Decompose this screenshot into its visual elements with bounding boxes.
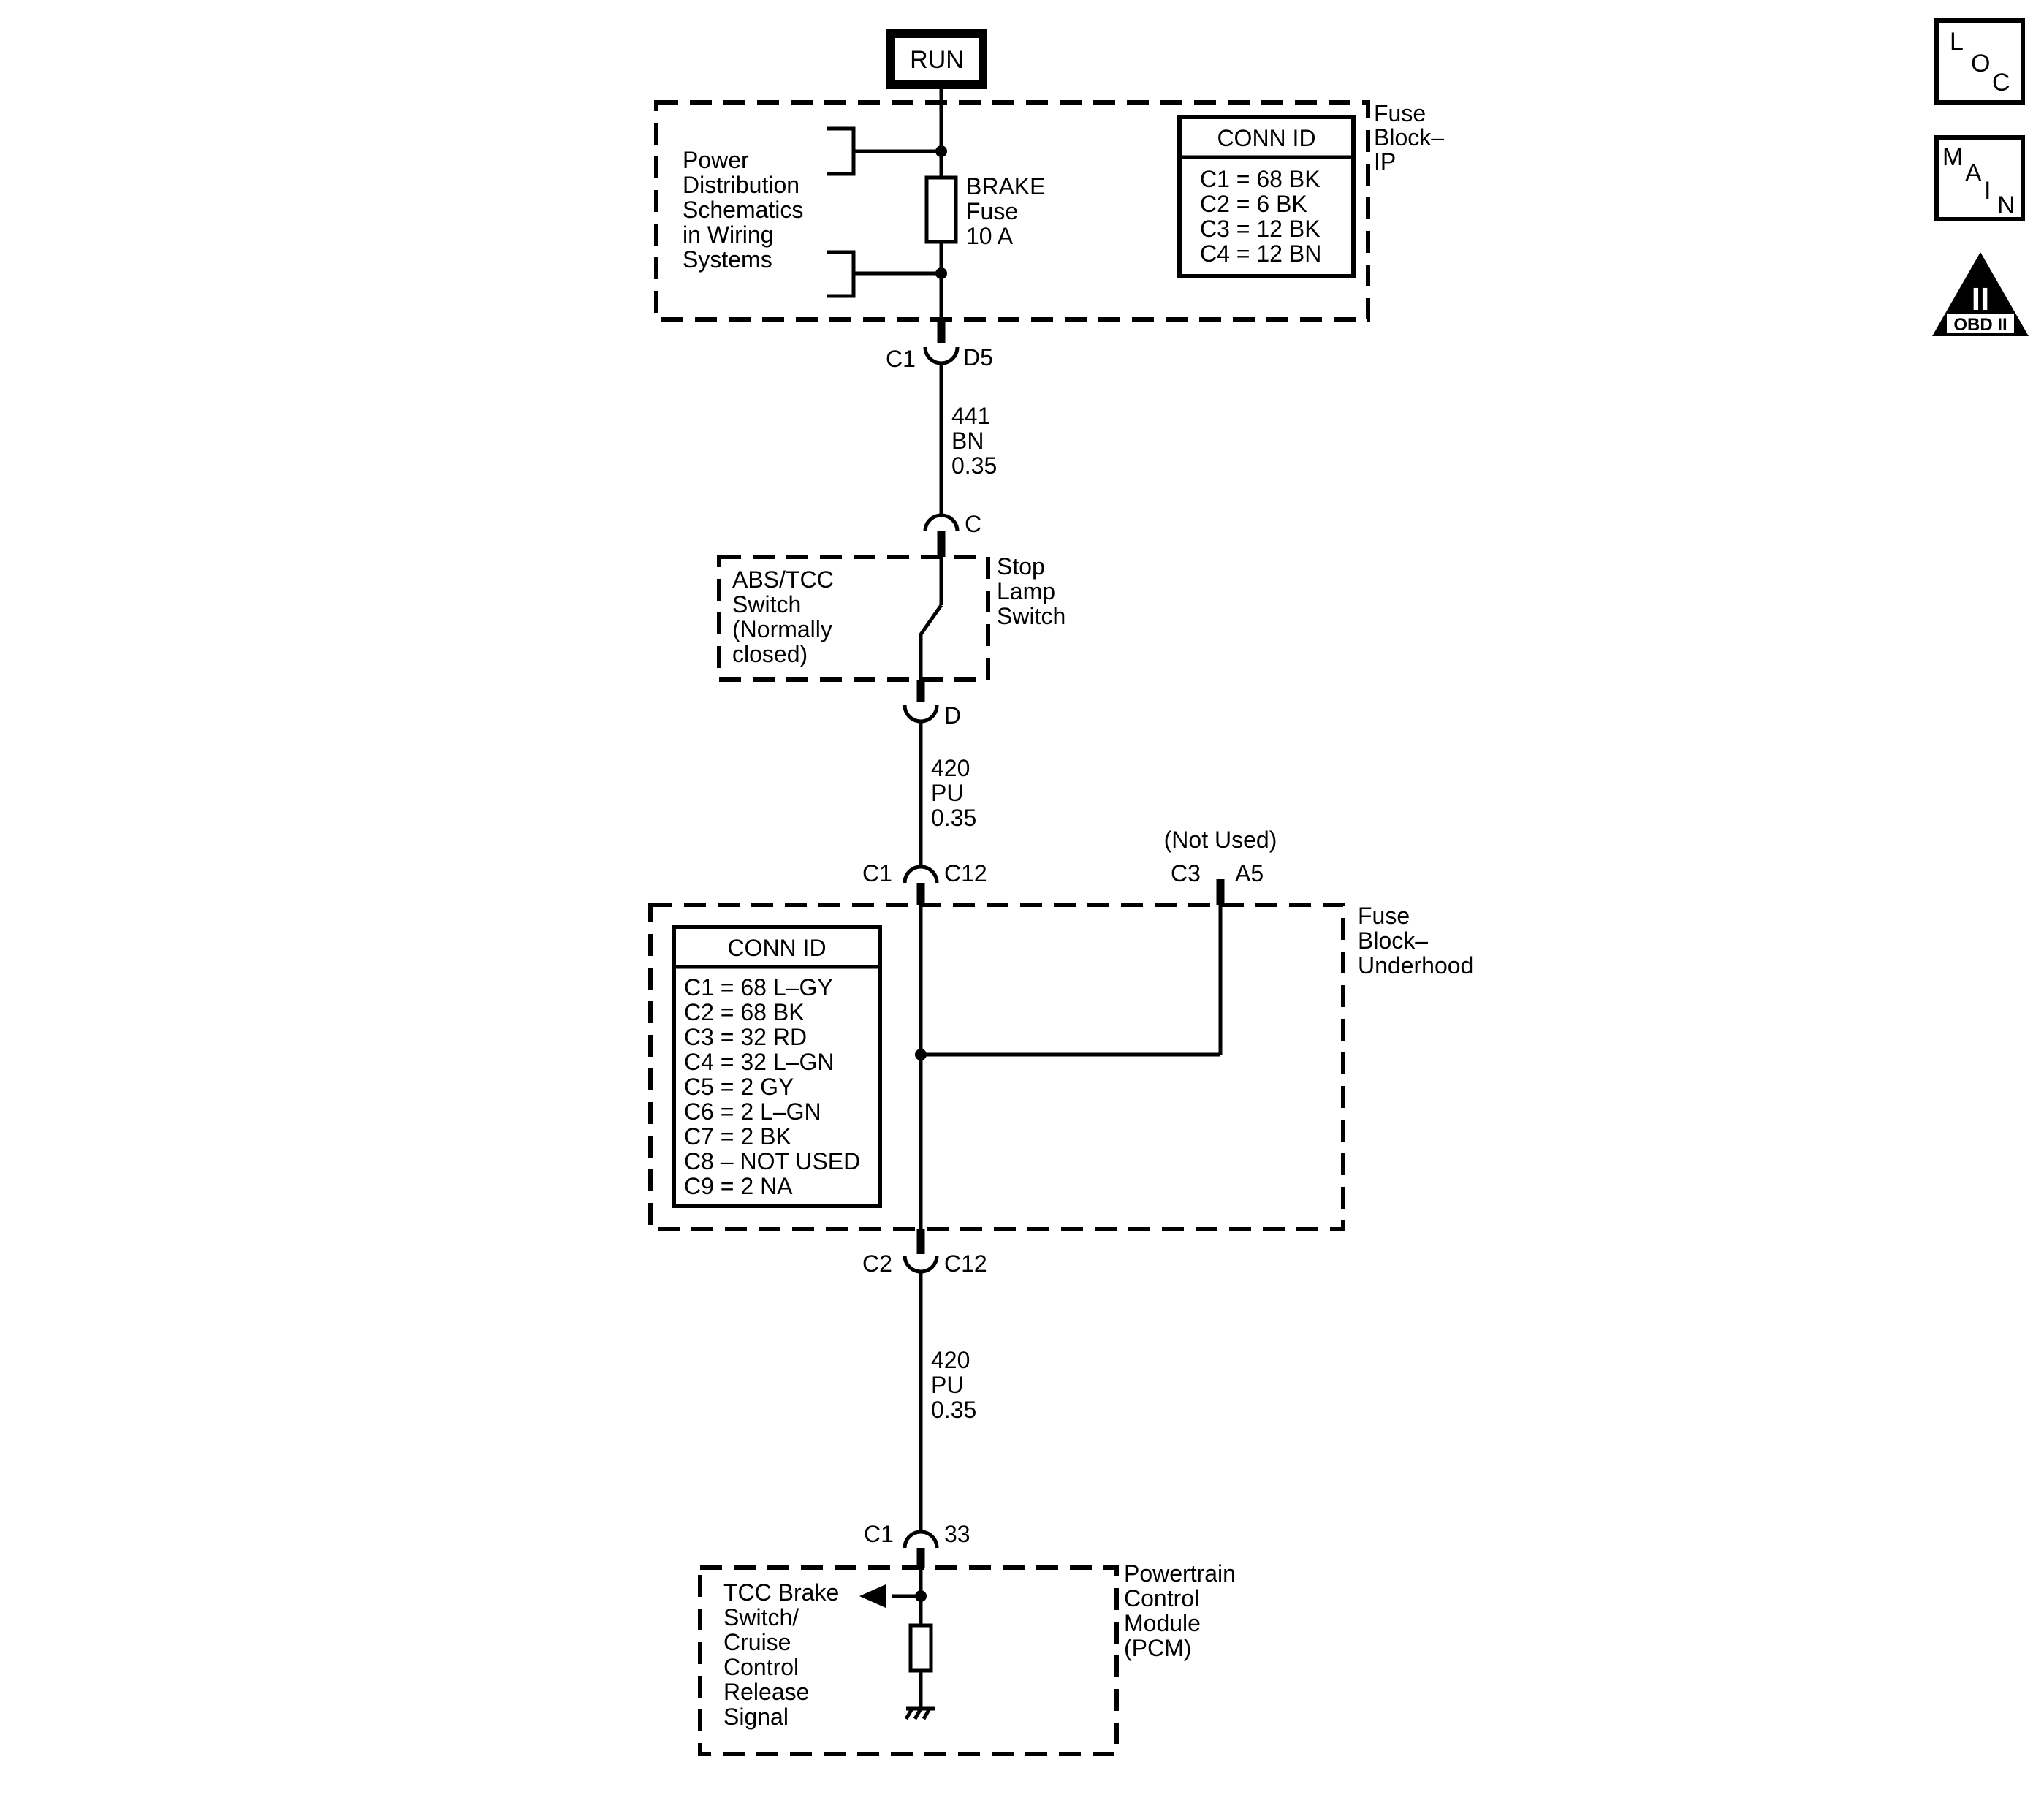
abs-tcc-switch-label: ABS/TCC Switch (Normally closed) [732,566,840,667]
stop-lamp-switch-name: Stop Lamp Switch [997,553,1065,629]
loc-icon: L O C [1934,18,2025,105]
conn-id-row: C2 = 6 BK [1200,191,1307,217]
connector-c1-c12-right: C12 [944,860,987,886]
connector-a5-label: A5 [1235,860,1264,886]
wire-441-label: 441 BN 0.35 [951,403,997,479]
obd-numeral: II [1972,281,1989,317]
run-label: RUN [910,46,964,74]
reference-bracket-icon [827,250,856,298]
connector-c2-c12-right: C12 [944,1250,987,1277]
wire-420-label: 420 PU 0.35 [931,1347,976,1423]
main-icon: M A I N [1934,135,2025,221]
connector-c1-33-right: 33 [944,1521,970,1547]
obd-label: OBD II [1953,315,2007,335]
conn-id-row: C4 = 12 BN [1200,240,1321,267]
conn-id-row: C3 = 12 BK [1200,216,1321,242]
loc-letter: C [1992,69,2010,96]
powertrain-control-module: Powertrain Control Module (PCM) TCC Brak… [698,1560,1242,1756]
fuse-block-ip: Fuse Block– IP Power Distribution Schema… [654,100,1451,322]
loc-letter: O [1971,50,1990,77]
conn-id-row: C9 = 2 NA [684,1173,793,1199]
conn-id-title: CONN ID [727,935,826,961]
connector-c3-a5-not-used: (Not Used) C3 A5 [1164,827,1277,905]
connector-c1-c12-left: C1 [862,860,892,886]
conn-id-row: C2 = 68 BK [684,999,805,1025]
pcm-name: Powertrain Control Module (PCM) [1124,1560,1242,1661]
connector-c: C [923,511,981,537]
stop-lamp-switch: Stop Lamp Switch ABS/TCC Switch (Normall… [717,553,1065,682]
pull-down-resistor-icon [908,1623,933,1673]
connector-c3-label: C3 [1171,860,1201,886]
conn-id-row: C1 = 68 L–GY [684,974,833,1001]
connector-d-label: D [944,702,961,729]
run-power-source: RUN [886,29,987,89]
connector-c1-33: C1 33 [864,1521,970,1549]
connector-c1-d5-right: D5 [963,344,993,371]
signal-arrow-icon [859,1584,886,1608]
main-letter: I [1984,177,1991,205]
wire-420-label: 420 PU 0.35 [931,755,976,831]
connector-c1-d5: C1 D5 [886,344,993,372]
conn-id-row: C7 = 2 BK [684,1123,791,1150]
conn-id-row: C6 = 2 L–GN [684,1098,821,1125]
reference-bracket-icon [827,126,856,176]
conn-id-row: C1 = 68 BK [1200,166,1321,192]
connector-d: D [903,702,961,729]
power-distribution-reference: Power Distribution Schematics in Wiring … [683,147,810,273]
fuse-block-underhood: Fuse Block– Underhood CONN ID C1 = 68 L–… [648,903,1473,1231]
brake-fuse-icon [924,175,958,244]
conn-id-table-underhood: CONN ID C1 = 68 L–GY C2 = 68 BK C3 = 32 … [672,925,882,1208]
connector-c1-33-left: C1 [864,1521,894,1547]
conn-id-row: C3 = 32 RD [684,1024,807,1050]
connector-c1-d5-left: C1 [886,346,916,372]
obd-ii-icon: II OBD II [1932,252,2029,336]
conn-id-row: C8 – NOT USED [684,1148,860,1174]
conn-id-table-ip: CONN ID C1 = 68 BK C2 = 6 BK C3 = 12 BK … [1177,115,1356,278]
main-letter: N [1997,191,2015,219]
fuse-block-ip-name: Fuse Block– IP [1374,100,1451,175]
connector-c1-c12: C1 C12 [862,860,987,886]
loc-letter: L [1950,28,1964,56]
connector-c2-c12: C2 C12 [862,1250,987,1277]
connector-c-label: C [965,511,981,537]
not-used-label: (Not Used) [1164,827,1277,853]
conn-id-title: CONN ID [1217,125,1315,151]
fuse-block-underhood-name: Fuse Block– Underhood [1358,903,1473,979]
brake-fuse-label: BRAKE Fuse 10 A [966,173,1052,249]
main-letter: M [1942,143,1963,171]
main-letter: A [1965,159,1982,187]
tcc-brake-signal-label: TCC Brake Switch/ Cruise Control Release… [723,1579,846,1730]
conn-id-row: C4 = 32 L–GN [684,1049,834,1075]
connector-c2-c12-left: C2 [862,1250,892,1277]
conn-id-row: C5 = 2 GY [684,1074,794,1100]
ground-icon [904,1706,935,1720]
